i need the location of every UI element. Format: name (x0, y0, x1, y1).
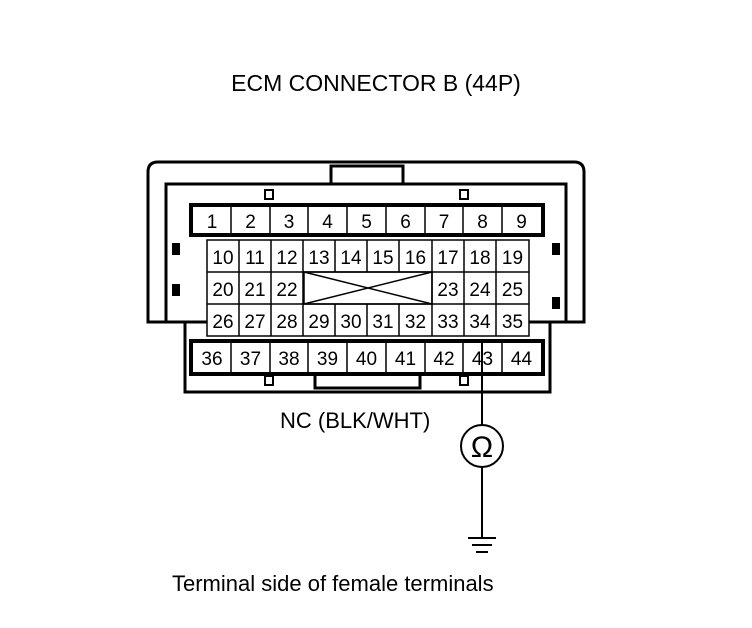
pin-18: 18 (469, 248, 490, 269)
pin-12: 12 (276, 248, 297, 269)
bottom-row-frame (189, 339, 545, 376)
footer-caption: Terminal side of female terminals (172, 571, 494, 596)
pin-2: 2 (245, 212, 256, 233)
ground-icon (468, 537, 496, 553)
pin-33: 33 (437, 312, 458, 333)
pin-8: 8 (477, 212, 488, 233)
pin-26: 26 (212, 312, 233, 333)
probe-label: NC (BLK/WHT) (280, 408, 431, 433)
pin-28: 28 (276, 312, 297, 333)
pin-44: 44 (511, 349, 533, 370)
pin-36: 36 (201, 349, 222, 370)
pin-32: 32 (405, 312, 426, 333)
probe-circuit (460, 343, 504, 538)
top-row-frame (189, 203, 545, 237)
keying-marks (172, 243, 560, 309)
pin-38: 38 (278, 349, 299, 370)
pin-39: 39 (317, 349, 338, 370)
pin-41: 41 (395, 349, 416, 370)
lock-tab (313, 374, 422, 390)
pin-19: 19 (502, 248, 523, 269)
diagram-title: ECM CONNECTOR B (44P) (231, 70, 521, 96)
pin-4: 4 (322, 212, 333, 233)
pin-40: 40 (356, 349, 377, 370)
pin-37: 37 (240, 349, 261, 370)
pin-15: 15 (372, 248, 393, 269)
pin-25: 25 (502, 280, 523, 301)
pin-3: 3 (284, 212, 295, 233)
pin-24: 24 (469, 280, 491, 301)
pin-20: 20 (212, 280, 233, 301)
pin-1: 1 (207, 212, 218, 233)
pin-13: 13 (308, 248, 329, 269)
pin-23: 23 (437, 280, 458, 301)
pin-27: 27 (244, 312, 265, 333)
pin-5: 5 (361, 212, 372, 233)
pin-34: 34 (469, 312, 491, 333)
pin-9: 9 (516, 212, 527, 233)
pin-16: 16 (405, 248, 426, 269)
pin-31: 31 (372, 312, 393, 333)
pin-10: 10 (212, 248, 233, 269)
pin-11: 11 (245, 248, 265, 269)
ohmmeter-icon: Ω (471, 431, 493, 464)
alignment-tabs (264, 189, 469, 386)
pin-17: 17 (437, 248, 458, 269)
pin-42: 42 (433, 349, 454, 370)
pin-14: 14 (340, 248, 362, 269)
pin-grid-lines (207, 207, 529, 372)
pin-21: 21 (244, 280, 265, 301)
pin-6: 6 (400, 212, 411, 233)
pin-29: 29 (308, 312, 329, 333)
pin-35: 35 (502, 312, 523, 333)
pin-7: 7 (439, 212, 450, 233)
pin-30: 30 (340, 312, 361, 333)
pin-22: 22 (276, 280, 297, 301)
